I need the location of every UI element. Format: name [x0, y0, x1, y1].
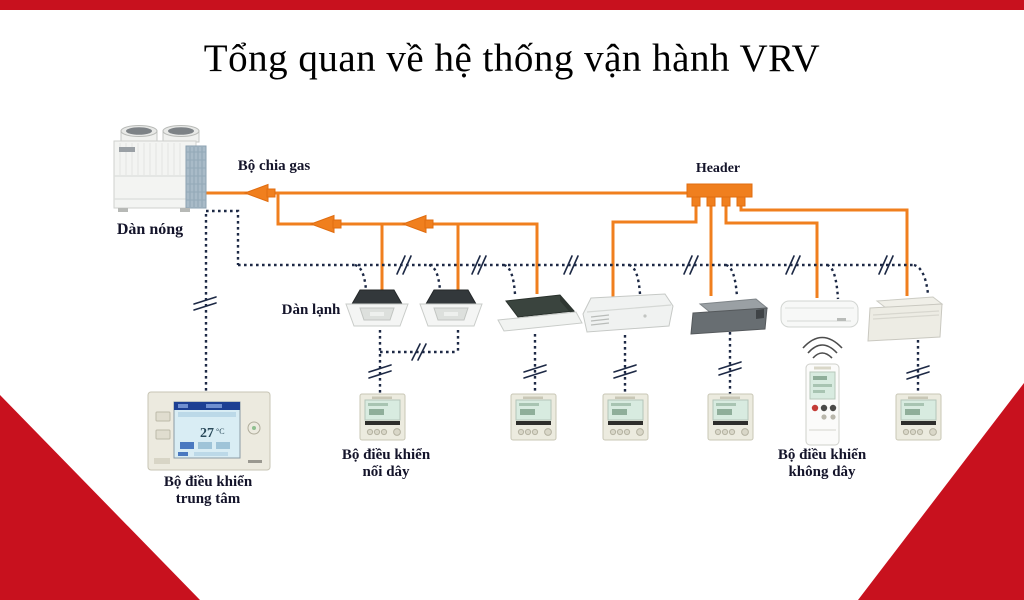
wired-controller-label-line1: Bộ điều khiển: [341, 447, 431, 463]
page-title: Tổng quan về hệ thống vận hành VRV: [203, 37, 821, 80]
central-controller-label-line1: Bộ điều khiển: [163, 474, 253, 490]
refnet-joints: [243, 183, 434, 234]
controller-button: [155, 429, 171, 440]
gas-branch-label: Bộ chia gas: [237, 158, 311, 174]
refnet-arrow-icon: [401, 214, 427, 234]
indoor-unit-duct: [690, 298, 769, 335]
wired-controller-1: [359, 393, 406, 441]
indoor-unit-label: Dàn lạnh: [281, 302, 341, 318]
indoor-unit-floor-standing: [867, 296, 944, 342]
header-label: Header: [695, 161, 741, 176]
refrigerant-piping: [206, 191, 909, 298]
wired-controller-3: [602, 393, 649, 441]
side-grille: [185, 145, 207, 209]
indoor-unit-concealed-duct: [497, 294, 583, 332]
indoor-unit-cassette-2: [419, 289, 483, 327]
header-manifold: [686, 183, 753, 207]
outdoor-unit-label: Dàn nóng: [116, 221, 184, 238]
wireless-remote-controller: [805, 363, 840, 446]
wired-controller-2: [510, 393, 557, 441]
controller-button: [155, 411, 171, 422]
outdoor-unit: [113, 125, 207, 212]
wired-controller-label-line2: nối dây: [362, 464, 410, 480]
wireless-signal-icon: [802, 336, 843, 359]
top-red-bar: [0, 0, 1024, 10]
corner-triangle-right: [858, 383, 1024, 600]
corner-triangle-left: [0, 395, 200, 600]
central-controller-label: Bộ điều khiển trung tâm: [154, 474, 262, 508]
indoor-unit-wall-mounted: [780, 300, 859, 328]
wireless-controller-label-line2: không dây: [788, 464, 856, 480]
remote-power-button: [811, 404, 819, 412]
wireless-controller-label: Bộ điều khiển không dây: [768, 447, 876, 481]
central-display-unit: °C: [216, 427, 225, 436]
wired-controller-5: [895, 393, 942, 441]
central-controller: 27 °C: [147, 391, 271, 471]
refnet-arrow-icon: [309, 214, 335, 234]
indoor-unit-ceiling-suspended: [582, 293, 674, 333]
wiring-break-marks: [193, 255, 930, 380]
control-wiring: [204, 209, 930, 394]
indoor-unit-cassette-1: [345, 289, 409, 327]
central-controller-label-line2: trung tâm: [175, 491, 241, 507]
central-display-temp: 27: [200, 426, 214, 441]
wired-controller-label: Bộ điều khiển nối dây: [334, 447, 438, 481]
refnet-arrow-icon: [243, 183, 269, 203]
wired-controller-4: [707, 393, 754, 441]
wireless-controller-label-line1: Bộ điều khiển: [777, 447, 867, 463]
